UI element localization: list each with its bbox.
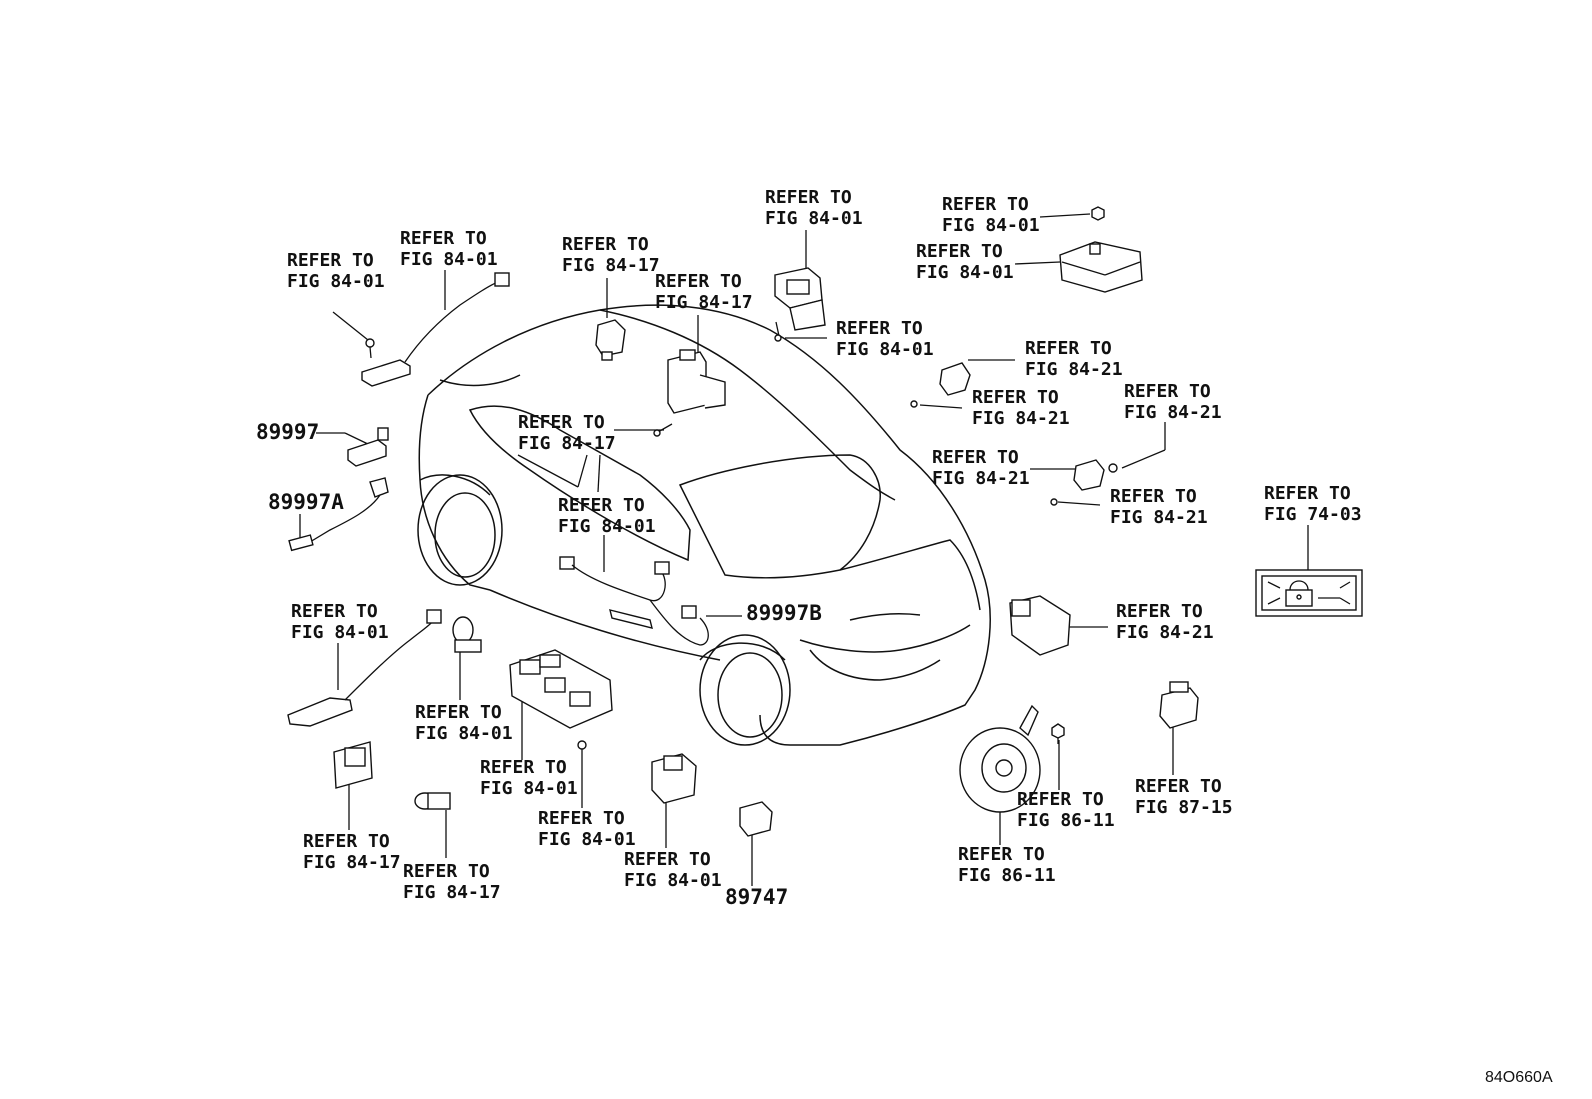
sensor-bracket xyxy=(1073,459,1118,491)
pedal-switch xyxy=(333,741,373,789)
parts xyxy=(287,206,1363,837)
relay-block xyxy=(1059,241,1143,293)
horn xyxy=(959,704,1041,813)
part-number-89997a: 89997A xyxy=(268,490,344,514)
bolt xyxy=(1051,723,1065,744)
mirror-switch xyxy=(651,753,697,804)
security-label xyxy=(1255,569,1363,617)
door-antenna-rear xyxy=(287,609,442,727)
nut xyxy=(1091,206,1105,221)
part-number-89997b: 89997B xyxy=(746,601,822,625)
car-body-outline xyxy=(417,304,991,746)
control-unit xyxy=(667,349,726,414)
screw-bolt xyxy=(577,740,587,760)
figure-code: 84O660A xyxy=(1485,1069,1553,1086)
screw-bolt xyxy=(1050,498,1058,506)
socket xyxy=(414,792,451,810)
screw-bolt xyxy=(653,423,673,437)
screw-bolt xyxy=(910,400,918,408)
part-number-89997: 89997 xyxy=(256,420,320,444)
part-number-89747: 89747 xyxy=(725,885,789,909)
sensor-89997a xyxy=(288,477,389,552)
door-antenna-front xyxy=(361,272,510,387)
connector-module xyxy=(1009,595,1071,656)
clutch-switch xyxy=(1159,681,1199,729)
screw-bolt xyxy=(774,321,782,342)
round-switch xyxy=(452,616,482,653)
wire-harness xyxy=(559,556,709,646)
sensor-89997 xyxy=(347,427,389,467)
window-master-switch xyxy=(509,649,613,729)
sensor-module xyxy=(595,319,626,361)
sensor-bracket xyxy=(939,362,971,396)
switch-assembly xyxy=(774,267,826,331)
screw-bolt xyxy=(365,338,375,359)
relay-89747 xyxy=(739,801,773,837)
